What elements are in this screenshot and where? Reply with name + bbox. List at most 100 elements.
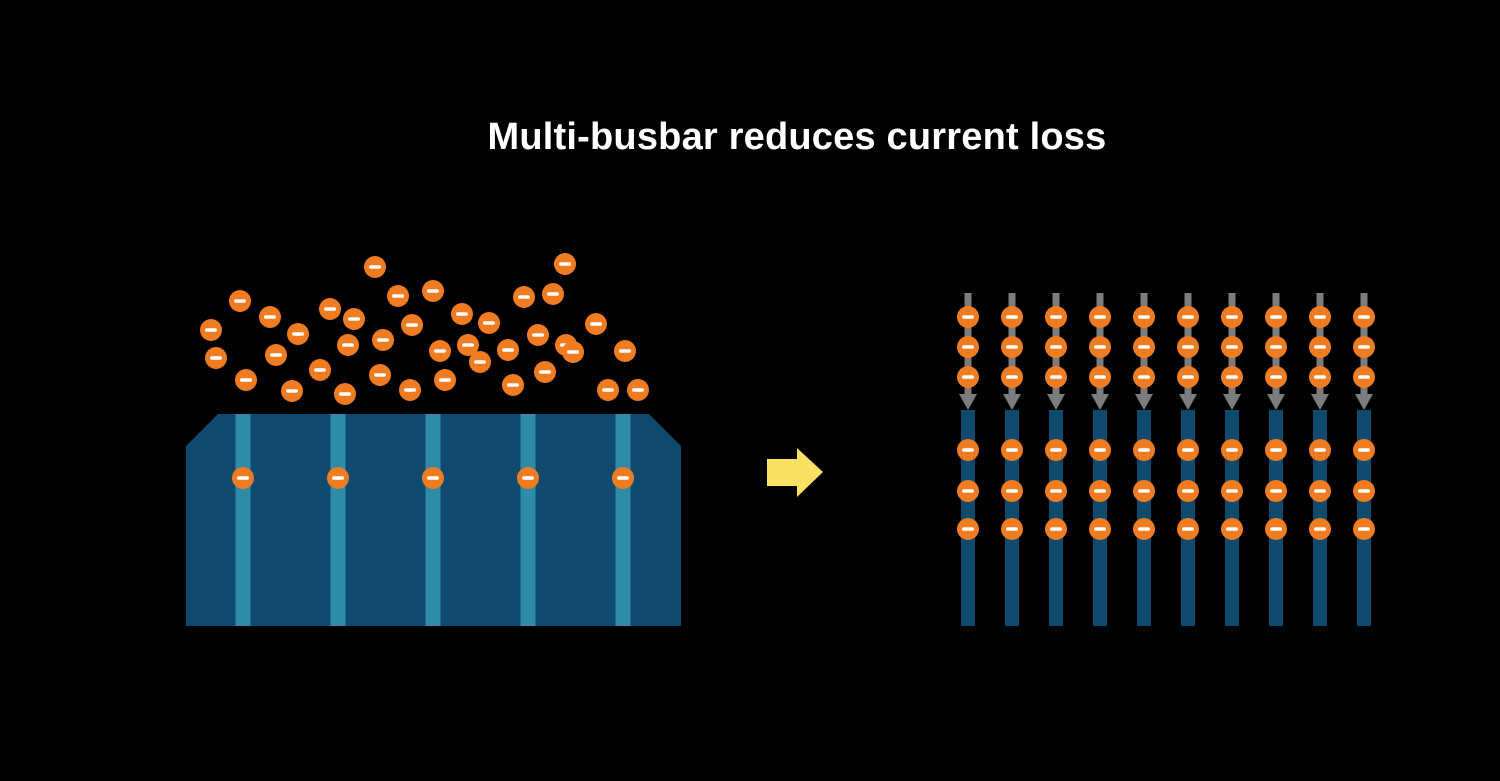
free-electron	[585, 313, 607, 335]
incoming-electron	[1309, 366, 1331, 388]
incoming-electron	[1177, 336, 1199, 358]
incoming-electron	[1001, 366, 1023, 388]
incoming-electron	[1177, 306, 1199, 328]
free-electron	[259, 306, 281, 328]
minus-icon	[962, 448, 974, 452]
minus-icon	[406, 323, 418, 327]
minus-icon	[1226, 345, 1238, 349]
minus-icon	[1138, 448, 1150, 452]
collected-electron	[1045, 518, 1067, 540]
free-electron	[527, 324, 549, 346]
minus-icon	[619, 349, 631, 353]
minus-icon	[1226, 527, 1238, 531]
incoming-electron	[1133, 306, 1155, 328]
minus-icon	[507, 383, 519, 387]
minus-icon	[1226, 375, 1238, 379]
free-electron	[469, 351, 491, 373]
minus-icon	[1050, 345, 1062, 349]
collected-electron	[957, 480, 979, 502]
incoming-electron	[1001, 336, 1023, 358]
free-electron	[287, 323, 309, 345]
minus-icon	[1358, 345, 1370, 349]
incoming-electron	[1265, 306, 1287, 328]
collected-electron	[612, 467, 634, 489]
minus-icon	[1050, 527, 1062, 531]
minus-icon	[617, 476, 629, 480]
minus-icon	[1050, 489, 1062, 493]
minus-icon	[1138, 489, 1150, 493]
free-electron	[369, 364, 391, 386]
minus-icon	[483, 321, 495, 325]
minus-icon	[502, 348, 514, 352]
minus-icon	[1138, 375, 1150, 379]
incoming-electron	[1221, 306, 1243, 328]
minus-icon	[1314, 489, 1326, 493]
minus-icon	[962, 527, 974, 531]
minus-icon	[1138, 345, 1150, 349]
minus-icon	[1226, 448, 1238, 452]
incoming-electron	[1265, 336, 1287, 358]
collected-electron	[1353, 480, 1375, 502]
minus-icon	[1006, 375, 1018, 379]
minus-icon	[1006, 345, 1018, 349]
minus-icon	[1094, 489, 1106, 493]
incoming-electron	[1133, 336, 1155, 358]
minus-icon	[1006, 527, 1018, 531]
collected-electron	[1353, 439, 1375, 461]
minus-icon	[1270, 375, 1282, 379]
minus-icon	[962, 345, 974, 349]
collected-electron	[957, 439, 979, 461]
incoming-electron	[957, 366, 979, 388]
minus-icon	[1006, 315, 1018, 319]
busbar	[425, 414, 441, 626]
collected-electron	[957, 518, 979, 540]
minus-icon	[374, 373, 386, 377]
minus-icon	[567, 350, 579, 354]
incoming-electron	[1045, 366, 1067, 388]
minus-icon	[348, 317, 360, 321]
collected-electron	[1221, 439, 1243, 461]
minus-icon	[474, 360, 486, 364]
free-electron	[399, 379, 421, 401]
minus-icon	[324, 307, 336, 311]
minus-icon	[1182, 489, 1194, 493]
incoming-electron	[1089, 336, 1111, 358]
collected-electron	[1089, 439, 1111, 461]
collected-electron	[1089, 480, 1111, 502]
minus-icon	[210, 356, 222, 360]
incoming-electron	[1001, 306, 1023, 328]
free-electron	[597, 379, 619, 401]
page-title: Multi-busbar reduces current loss	[487, 116, 1107, 158]
collected-electron	[1001, 480, 1023, 502]
incoming-electron	[1353, 336, 1375, 358]
collected-electron	[1177, 480, 1199, 502]
minus-icon	[342, 343, 354, 347]
minus-icon	[602, 388, 614, 392]
collected-electron	[1133, 518, 1155, 540]
collected-electron	[1045, 480, 1067, 502]
free-electron	[457, 334, 479, 356]
free-electron	[502, 374, 524, 396]
minus-icon	[1094, 315, 1106, 319]
free-electron	[401, 314, 423, 336]
free-electron	[534, 361, 556, 383]
minus-icon	[1358, 527, 1370, 531]
minus-icon	[240, 378, 252, 382]
collected-electron	[1265, 480, 1287, 502]
minus-icon	[590, 322, 602, 326]
incoming-electron	[1045, 336, 1067, 358]
free-electron	[513, 286, 535, 308]
incoming-electron	[957, 306, 979, 328]
minus-icon	[539, 370, 551, 374]
free-electron	[319, 298, 341, 320]
minus-icon	[1094, 448, 1106, 452]
minus-icon	[292, 332, 304, 336]
minus-icon	[518, 295, 530, 299]
incoming-electron	[1089, 306, 1111, 328]
incoming-electron	[1353, 306, 1375, 328]
incoming-electron	[1089, 366, 1111, 388]
busbar	[330, 414, 346, 626]
collected-electron	[1221, 480, 1243, 502]
minus-icon	[434, 349, 446, 353]
minus-icon	[962, 315, 974, 319]
